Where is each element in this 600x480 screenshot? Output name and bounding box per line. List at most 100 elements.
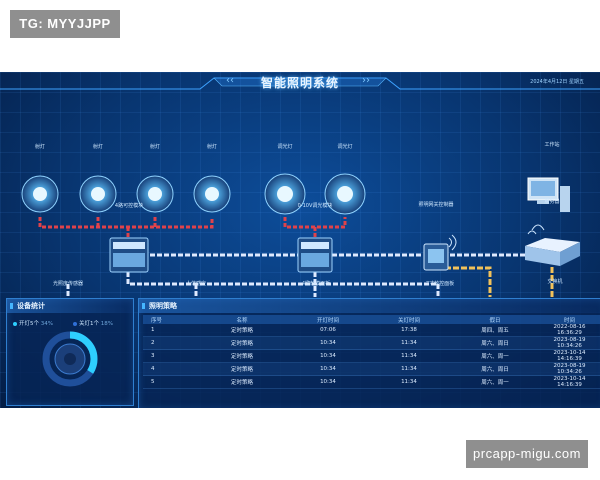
- device-label: 人体感应: [185, 281, 207, 287]
- legend-count: 5个: [30, 321, 40, 327]
- device-label: 射灯: [149, 144, 161, 150]
- panel-marker-icon: [10, 303, 13, 309]
- watermark-bottom-right: prcapp-migu.com: [466, 440, 588, 468]
- device-label: 7寸触控面板: [425, 281, 455, 287]
- legend-item-off: 关灯1个 18%: [73, 319, 113, 327]
- schedule-table: 序号 名称 开灯时间 关灯时间 假日 时间 1 定时策略 07:06 17:38…: [143, 315, 600, 389]
- header-frame: [0, 77, 600, 90]
- network-cable-gold: [437, 266, 554, 297]
- page-title: 智能照明系统: [260, 76, 339, 90]
- cell-index: 3: [143, 349, 194, 363]
- spotlight-icon[interactable]: [193, 175, 231, 213]
- cell-index: 4: [143, 362, 194, 376]
- cell-holiday: 周六、周日: [452, 336, 538, 350]
- legend-dot-icon: [13, 321, 17, 326]
- spotlight-icon[interactable]: [21, 175, 59, 213]
- device-label: 射灯: [34, 144, 46, 150]
- cell-name: 定时策略: [194, 375, 290, 389]
- watermark-top-left: TG: MYYJJPP: [10, 10, 120, 38]
- ring-segment-on: [42, 331, 98, 387]
- table-row[interactable]: 2 定时策略 10:34 11:34 周六、周日 2023-08-19 10:3…: [143, 336, 600, 350]
- cell-off-time: 11:34: [366, 362, 452, 376]
- device-label: 交换机: [547, 279, 563, 285]
- legend-percent: 34%: [40, 321, 53, 327]
- date-time: 2024年4月12日 星期五: [530, 79, 584, 85]
- column-header: 假日: [452, 315, 538, 324]
- table-header-row: 序号 名称 开灯时间 关灯时间 假日 时间: [143, 315, 600, 324]
- cell-on-time: 10:34: [290, 349, 366, 363]
- workstation-icon[interactable]: [527, 177, 570, 212]
- legend-dot-icon: [73, 321, 77, 326]
- legend-item-on: 开灯5个 34%: [13, 319, 53, 327]
- nav-next-button[interactable]: ››: [362, 75, 370, 86]
- cell-off-time: 17:38: [366, 324, 452, 337]
- column-header: 名称: [194, 315, 290, 324]
- device-label: 4键触摸面板: [301, 281, 331, 287]
- cell-name: 定时策略: [194, 336, 290, 350]
- device-label: 光照度传感器: [52, 281, 84, 287]
- table-row[interactable]: 3 定时策略 10:34 11:34 周六、周一 2023-10-14 14:1…: [143, 349, 600, 363]
- device-label: 工作站: [544, 142, 560, 148]
- lighting-dashboard: 智能照明系统 ‹‹ ›› 2024年4月12日 星期五: [0, 72, 600, 408]
- panel-title: 设备统计: [17, 302, 45, 310]
- device-label: 调光灯: [337, 144, 353, 150]
- cell-off-time: 11:34: [366, 336, 452, 350]
- spotlight-icon[interactable]: [79, 175, 117, 213]
- cell-timestamp: 2022-08-16 16:36:29: [538, 324, 600, 337]
- lamp-wiring-red: [38, 217, 347, 240]
- cell-holiday: 周四、周五: [452, 324, 538, 337]
- nav-prev-button[interactable]: ‹‹: [226, 75, 234, 86]
- cell-holiday: 周六、周一: [452, 375, 538, 389]
- server-icon[interactable]: [525, 224, 580, 266]
- cell-timestamp: 2023-08-19 10:34:26: [538, 336, 600, 350]
- column-header: 序号: [143, 315, 194, 324]
- cell-name: 定时策略: [194, 349, 290, 363]
- cell-on-time: 10:34: [290, 362, 366, 376]
- cell-index: 1: [143, 324, 194, 337]
- spotlight-icon[interactable]: [136, 175, 174, 213]
- device-label: 调光灯: [277, 144, 293, 150]
- device-label: 射灯: [92, 144, 104, 150]
- device-stats-panel: 设备统计 开灯5个 34% 关灯1个 18%: [6, 298, 134, 406]
- cell-holiday: 周六、周一: [452, 349, 538, 363]
- cell-name: 定时策略: [194, 362, 290, 376]
- panel-header: [7, 299, 133, 313]
- cell-off-time: 11:34: [366, 349, 452, 363]
- cell-on-time: 10:34: [290, 375, 366, 389]
- table-row[interactable]: 5 定时策略 10:34 11:34 周六、周一 2023-10-14 14:1…: [143, 375, 600, 389]
- legend-count: 1个: [90, 321, 100, 327]
- column-header: 关灯时间: [366, 315, 452, 324]
- relay-module-icon[interactable]: [109, 237, 149, 273]
- legend-name: 开灯: [19, 321, 31, 327]
- dimmable-light-icon[interactable]: [324, 173, 366, 215]
- device-label: 服务器: [544, 199, 560, 205]
- cell-holiday: 周六、周日: [452, 362, 538, 376]
- gateway-icon[interactable]: [423, 234, 457, 271]
- cell-name: 定时策略: [194, 324, 290, 337]
- panel-marker-icon: [142, 303, 145, 309]
- dimmer-module-icon[interactable]: [297, 237, 333, 273]
- control-bus-white: [66, 253, 528, 297]
- network-diagram: [21, 173, 580, 297]
- dimmable-light-icon[interactable]: [264, 173, 306, 215]
- legend-percent: 18%: [100, 321, 113, 327]
- panel-header: [139, 299, 600, 313]
- panel-title: 照明策略: [149, 302, 177, 310]
- device-label: 照明网关控制器: [418, 202, 454, 208]
- device-label: 射灯: [206, 144, 218, 150]
- device-label: 4路可控模块: [114, 203, 144, 209]
- cell-index: 2: [143, 336, 194, 350]
- legend-name: 关灯: [79, 321, 91, 327]
- cell-timestamp: 2023-08-19 10:34:26: [538, 362, 600, 376]
- cell-timestamp: 2023-10-14 14:16:39: [538, 375, 600, 389]
- cell-off-time: 11:34: [366, 375, 452, 389]
- lighting-schedule-panel: 照明策略 序号 名称 开灯时间 关灯时间 假日 时间 1 定时策略 07:06 …: [138, 298, 600, 408]
- table-row[interactable]: 1 定时策略 07:06 17:38 周四、周五 2022-08-16 16:3…: [143, 324, 600, 337]
- device-label: 0-10V调光模块: [297, 203, 333, 209]
- cell-on-time: 10:34: [290, 336, 366, 350]
- column-header: 开灯时间: [290, 315, 366, 324]
- cell-on-time: 07:06: [290, 324, 366, 337]
- table-row[interactable]: 4 定时策略 10:34 11:34 周六、周日 2023-08-19 10:3…: [143, 362, 600, 376]
- column-header: 时间: [538, 315, 600, 324]
- cell-index: 5: [143, 375, 194, 389]
